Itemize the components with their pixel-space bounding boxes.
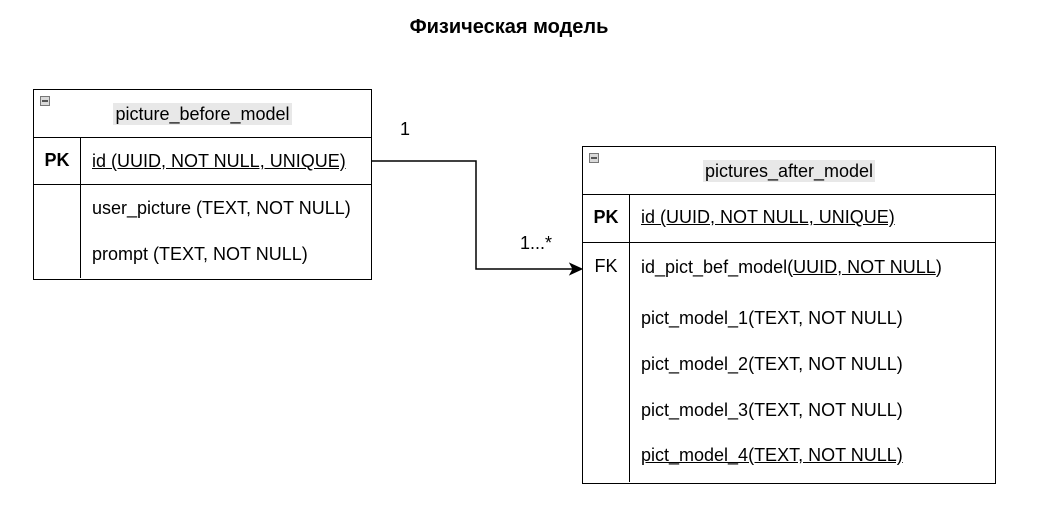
- source-cardinality-label: 1: [400, 119, 411, 139]
- attributes-row[interactable]: FK id_pict_bef_model(UUID, NOT NULL) pic…: [583, 243, 995, 482]
- entity-header[interactable]: picture_before_model: [34, 90, 371, 138]
- target-cardinality-label: 1...*: [520, 233, 553, 253]
- entity-name: pictures_after_model: [702, 159, 876, 182]
- pk-label: PK: [583, 195, 630, 242]
- fk-field-suffix: ): [935, 257, 942, 277]
- pk-field: id (UUID, NOT NULL, UNIQUE): [92, 151, 346, 171]
- entity-name: picture_before_model: [113, 102, 292, 125]
- field-prompt: prompt (TEXT, NOT NULL): [92, 244, 308, 264]
- fk-field-type: UUID, NOT NULL: [793, 257, 936, 277]
- field-pict-model-1: pict_model_1(TEXT, NOT NULL): [641, 308, 903, 328]
- pk-label: PK: [34, 138, 81, 184]
- diagram-title: Физическая модель: [409, 16, 609, 38]
- relationship-line: [371, 160, 578, 270]
- field-pict-model-3: pict_model_3(TEXT, NOT NULL): [641, 400, 903, 420]
- field-user-picture: user_picture (TEXT, NOT NULL): [92, 198, 351, 218]
- fk-field: id_pict_bef_model(UUID, NOT NULL): [641, 256, 942, 278]
- pk-row[interactable]: PK id (UUID, NOT NULL, UNIQUE): [34, 138, 371, 185]
- entity-picture-before-model[interactable]: picture_before_model PK id (UUID, NOT NU…: [33, 89, 372, 280]
- entity-pictures-after-model[interactable]: pictures_after_model PK id (UUID, NOT NU…: [582, 146, 996, 484]
- field-pict-model-4: pict_model_4(TEXT, NOT NULL): [641, 445, 903, 465]
- arrowhead-icon: [568, 262, 584, 276]
- fk-label: FK: [583, 243, 630, 482]
- key-column-empty: [34, 185, 81, 278]
- collapse-minus-icon[interactable]: [589, 153, 599, 163]
- fk-field-prefix: id_pict_bef_model(: [641, 257, 794, 277]
- pk-row[interactable]: PK id (UUID, NOT NULL, UNIQUE): [583, 195, 995, 243]
- pk-field: id (UUID, NOT NULL, UNIQUE): [641, 207, 895, 227]
- entity-header[interactable]: pictures_after_model: [583, 147, 995, 195]
- attributes-row[interactable]: user_picture (TEXT, NOT NULL) prompt (TE…: [34, 185, 371, 278]
- collapse-minus-icon[interactable]: [40, 96, 50, 106]
- field-pict-model-2: pict_model_2(TEXT, NOT NULL): [641, 354, 903, 374]
